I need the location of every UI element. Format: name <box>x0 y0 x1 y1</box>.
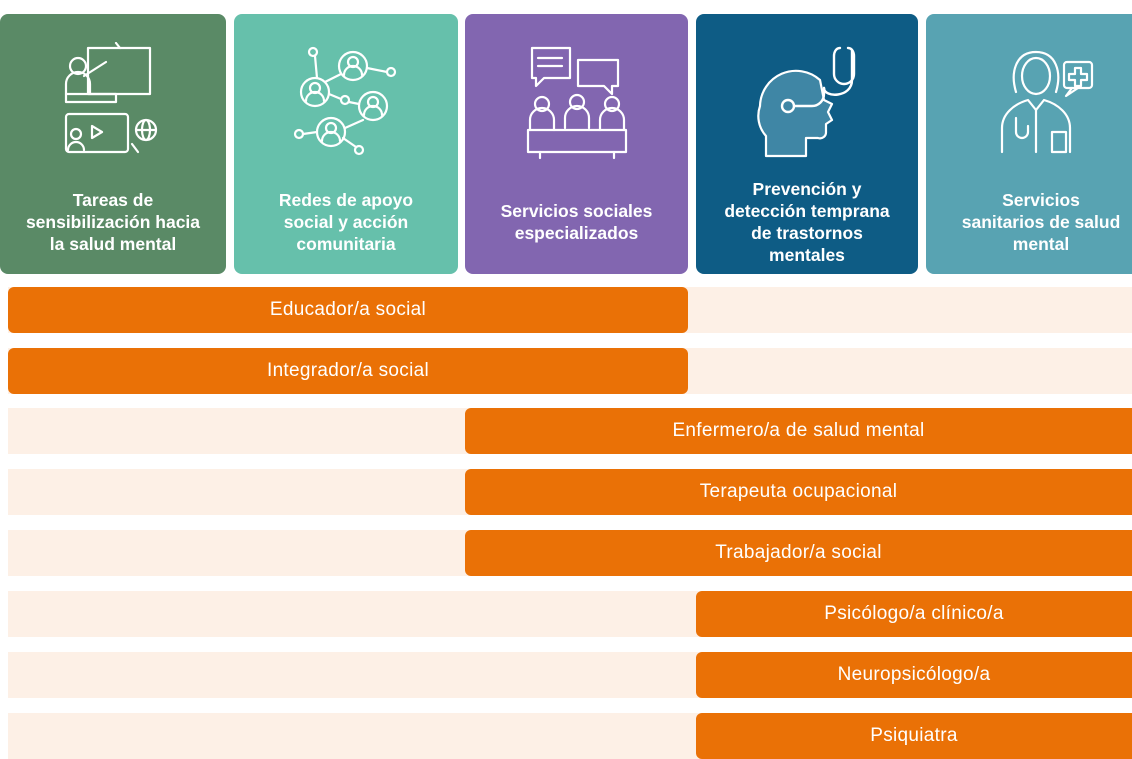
card-label: Prevención y detección temprana de trast… <box>724 179 890 265</box>
row-terapeuta: Terapeuta ocupacional <box>8 469 1132 515</box>
profession-bar: Enfermero/a de salud mental <box>465 408 1132 454</box>
row-psicologo: Psicólogo/a clínico/a <box>8 591 1132 637</box>
card-label: Servicios sanitarios de salud mental <box>961 190 1121 254</box>
card-redes-apoyo: Redes de apoyo social y acción comunitar… <box>234 14 458 274</box>
card-label: Redes de apoyo social y acción comunitar… <box>278 190 414 254</box>
profession-bar: Psicólogo/a clínico/a <box>696 591 1132 637</box>
profession-bar: Trabajador/a social <box>465 530 1132 576</box>
community-network-icon <box>234 42 458 172</box>
row-enfermero: Enfermero/a de salud mental <box>8 408 1132 454</box>
card-servicios-sanitarios: Servicios sanitarios de salud mental <box>926 14 1132 274</box>
teacher-screen-icon <box>0 42 226 172</box>
profession-bar: Neuropsicólogo/a <box>696 652 1132 698</box>
card-sensibilizacion: Tareas de sensibilización hacia la salud… <box>0 14 226 274</box>
row-educador: Educador/a social <box>8 287 1132 333</box>
health-professional-icon <box>926 42 1132 172</box>
card-label: Tareas de sensibilización hacia la salud… <box>25 190 201 254</box>
card-servicios-sociales: Servicios sociales especializados <box>465 14 688 274</box>
head-stethoscope-icon <box>696 42 918 172</box>
profession-bar: Integrador/a social <box>8 348 688 394</box>
profession-bar: Educador/a social <box>8 287 688 333</box>
card-prevencion: Prevención y detección temprana de trast… <box>696 14 918 274</box>
profession-bar: Psiquiatra <box>696 713 1132 759</box>
meeting-chat-icon <box>465 42 688 172</box>
row-psiquiatra: Psiquiatra <box>8 713 1132 759</box>
card-label: Servicios sociales especializados <box>500 201 653 243</box>
row-neuropsicologo: Neuropsicólogo/a <box>8 652 1132 698</box>
profession-bar: Terapeuta ocupacional <box>465 469 1132 515</box>
row-trabajador: Trabajador/a social <box>8 530 1132 576</box>
row-integrador: Integrador/a social <box>8 348 1132 394</box>
